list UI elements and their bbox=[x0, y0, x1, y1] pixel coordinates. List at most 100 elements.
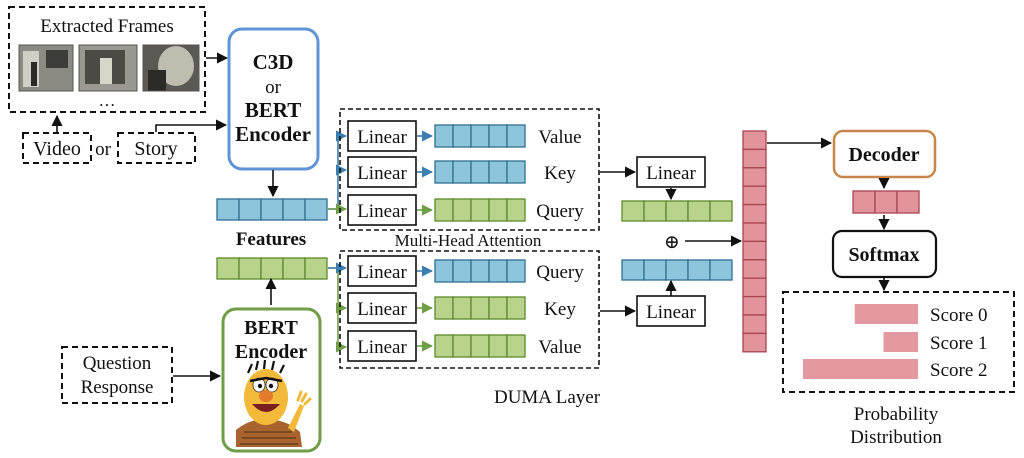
story-input-box: Story bbox=[117, 132, 196, 164]
bert-encoder-border bbox=[221, 307, 322, 453]
attention-top-vector-cell bbox=[434, 160, 454, 184]
attention-bottom-vector bbox=[434, 259, 526, 283]
video-label: Video bbox=[33, 138, 81, 160]
frames-ellipsis: … bbox=[99, 91, 116, 110]
attention-top-vector bbox=[434, 198, 526, 222]
frame-thumbnail-2 bbox=[78, 44, 138, 92]
score-label-2: Score 2 bbox=[930, 360, 988, 381]
attention-top-vector-cell bbox=[488, 160, 508, 184]
attention-top-vector-cell bbox=[488, 198, 508, 222]
attention-bottom-vector-cell bbox=[434, 259, 454, 283]
attention-top-vector-cell bbox=[434, 124, 454, 148]
merge-blue-cell bbox=[687, 259, 711, 281]
video-input-box: Video bbox=[22, 132, 92, 164]
extracted-frames-panel: Extracted Frames … bbox=[8, 6, 206, 113]
decoder-output-vector bbox=[852, 190, 920, 214]
attention-bottom-vector-cell bbox=[506, 334, 526, 358]
merge-linear-top-label: Linear bbox=[646, 163, 696, 184]
attention-bottom-linear-box bbox=[347, 292, 417, 324]
attention-top-vector-cell bbox=[434, 198, 454, 222]
softmax-label: Softmax bbox=[848, 244, 919, 266]
attention-bottom-vector-cell bbox=[506, 296, 526, 320]
attention-bottom-linear-label: Linear bbox=[357, 262, 407, 283]
c3d-encoder-border bbox=[227, 27, 320, 171]
question-label: Question bbox=[83, 353, 152, 374]
concat-cell bbox=[742, 314, 767, 335]
feature-green-cell bbox=[216, 257, 240, 280]
feature-green-cell bbox=[282, 257, 306, 280]
merge-blue-cell bbox=[709, 259, 733, 281]
concat-plus-symbol: ⊕ bbox=[664, 232, 680, 253]
bert-puppet-icon bbox=[236, 359, 312, 447]
decoder-block: Decoder bbox=[832, 129, 937, 179]
green-feature-connectors bbox=[328, 262, 348, 353]
merge-green-cell bbox=[621, 200, 645, 222]
decoder-output-cell bbox=[852, 190, 876, 214]
arrow-story-to-encoder bbox=[155, 119, 228, 132]
feature-vector-green bbox=[216, 257, 328, 280]
decoder-output-cell bbox=[874, 190, 898, 214]
probability-distribution-box bbox=[782, 291, 1015, 393]
concat-cell bbox=[742, 295, 767, 316]
concat-cell bbox=[742, 259, 767, 279]
merge-blue-cell bbox=[621, 259, 645, 281]
decoder-border bbox=[832, 129, 937, 179]
decoder-label: Decoder bbox=[848, 144, 919, 166]
attention-top-linear-box bbox=[347, 194, 417, 226]
question-response-box: Question Response bbox=[61, 346, 173, 404]
response-label: Response bbox=[81, 377, 154, 398]
attention-top-vector-cell bbox=[470, 124, 490, 148]
feature-green-cell bbox=[260, 257, 284, 280]
attention-top-vector-cell bbox=[506, 198, 526, 222]
attention-bottom-vector-cell bbox=[434, 296, 454, 320]
concat-cell bbox=[742, 148, 767, 169]
score-bar-0 bbox=[854, 304, 918, 324]
score-bar-1 bbox=[883, 332, 918, 352]
attention-top-vector-cell bbox=[506, 160, 526, 184]
concat-cell bbox=[742, 203, 767, 224]
merge-green-cell bbox=[709, 200, 733, 222]
feature-vector-blue bbox=[216, 198, 328, 221]
feature-blue-cell bbox=[304, 198, 328, 221]
c3d-bert-encoder: C3D or BERT Encoder bbox=[227, 27, 320, 171]
attention-top-vector bbox=[434, 124, 526, 148]
score-label-0: Score 0 bbox=[930, 305, 988, 326]
attention-top-vector-cell bbox=[488, 124, 508, 148]
attention-panel-bottom bbox=[339, 250, 600, 369]
attention-bottom-vector-cell bbox=[470, 296, 490, 320]
concat-cell bbox=[742, 332, 767, 353]
frame-thumbnail-3 bbox=[142, 44, 200, 92]
blue-feature-connectors bbox=[328, 130, 348, 215]
feature-blue-cell bbox=[282, 198, 306, 221]
attention-top-linear-label: Linear bbox=[357, 127, 407, 148]
attention-bottom-vector bbox=[434, 334, 526, 358]
or-label: or bbox=[95, 139, 112, 160]
attention-bottom-linear-label: Linear bbox=[357, 299, 407, 320]
attention-top-row-label: Query bbox=[536, 201, 584, 222]
feature-green-cell bbox=[238, 257, 262, 280]
merge-output-green bbox=[621, 200, 733, 222]
score-bar-2 bbox=[803, 359, 918, 379]
attention-top-vector bbox=[434, 160, 526, 184]
multi-head-attention-label: Multi-Head Attention bbox=[395, 231, 542, 250]
concat-cell bbox=[742, 222, 767, 243]
encoder-top-line4: Encoder bbox=[235, 122, 311, 146]
attention-bottom-vector-cell bbox=[452, 296, 472, 320]
merge-green-cell bbox=[643, 200, 667, 222]
frames-title: Extracted Frames bbox=[40, 16, 173, 37]
attention-top-vector-cell bbox=[470, 198, 490, 222]
attention-top-row-label: Key bbox=[544, 163, 576, 184]
concat-cell bbox=[742, 167, 767, 187]
features-label: Features bbox=[236, 229, 306, 250]
attention-bottom-vector-cell bbox=[488, 296, 508, 320]
duma-layer-label: DUMA Layer bbox=[494, 387, 601, 408]
merge-linear-bottom: Linear bbox=[636, 295, 706, 327]
